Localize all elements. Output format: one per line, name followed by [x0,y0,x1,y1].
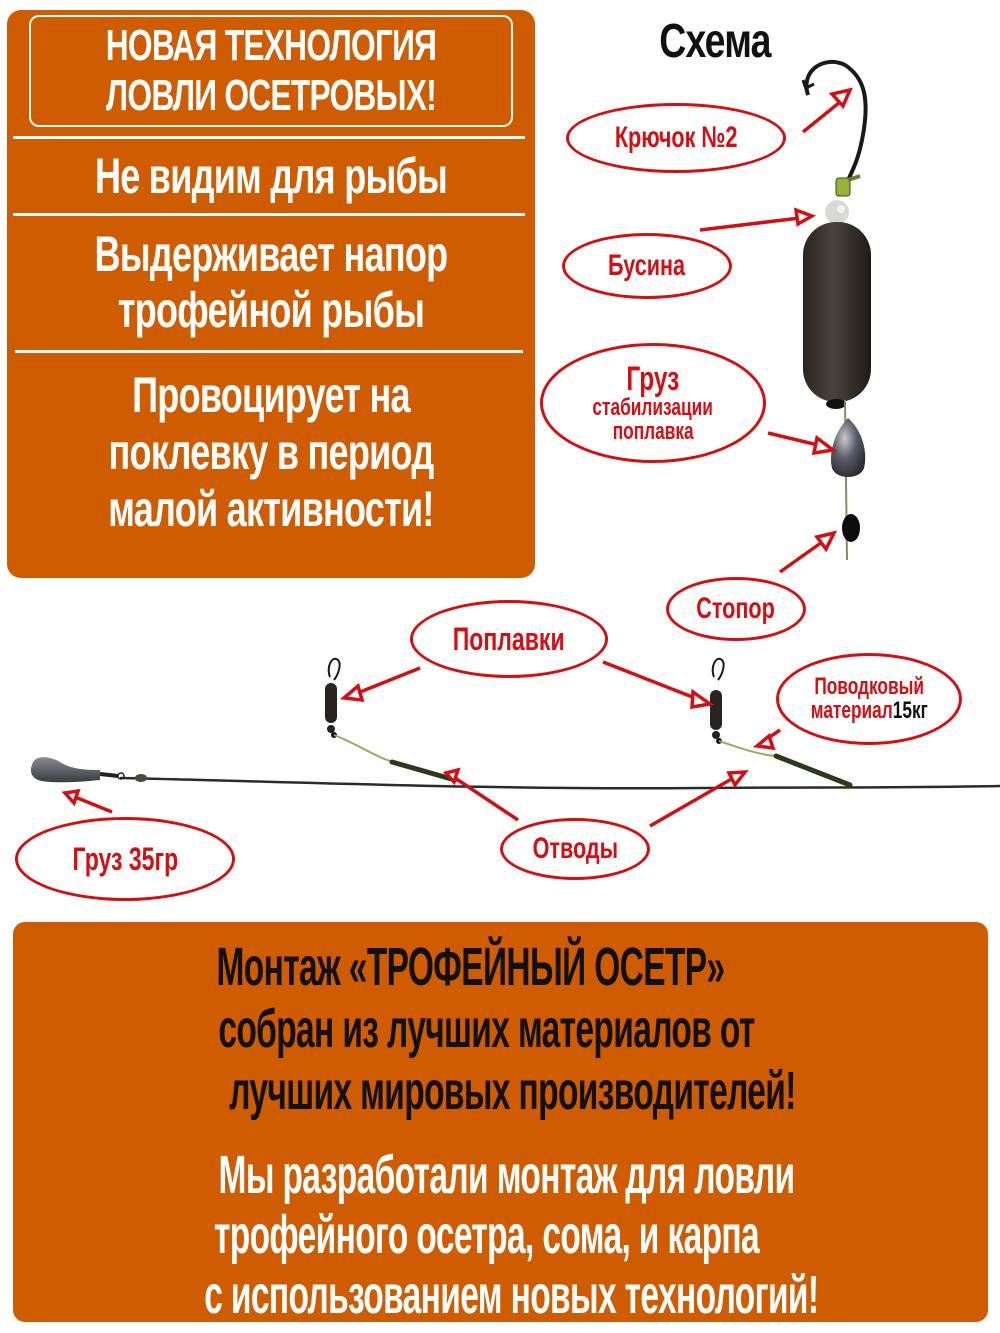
label-hook-text: Крючок №2 [614,121,738,154]
hook-icon [801,59,868,197]
label-leader-material: Поводковый материал15кг [776,653,962,745]
float-icon [803,222,871,402]
rig-diagram [30,59,1000,828]
stabilizer-weight-icon [830,418,866,477]
label-floats-text: Поплавки [453,620,565,657]
label-stabilizer-line-2: стабилизации [592,394,714,421]
bead-icon [825,200,849,224]
feature-provokes-line-1: Провоцирует на [132,367,410,423]
label-stabilizer-line-3: поплавка [612,418,694,445]
banner-light-line-2: трофейного осетра, сома, и карпа [213,1205,760,1265]
headline-line-2: ЛОВЛИ ОСЕТРОВЫХ! [105,71,437,120]
divider [13,213,525,216]
divider [15,350,523,353]
feature-strength-line-2: трофейной рыбы [117,282,425,338]
label-bead-text: Бусина [608,249,686,282]
label-leader-line-1: Поводковый [814,673,924,700]
label-leader-strength: 15кг [892,697,928,724]
feature-provokes-line-3: малой активности! [108,481,434,537]
headline-line-1: НОВАЯ ТЕХНОЛОГИЯ [105,21,437,70]
sinker-icon [30,757,101,783]
feature-strength-line-1: Выдерживает напор [94,226,449,282]
label-stopper-text: Стопор [696,592,776,625]
stopper-icon [842,514,860,542]
schema-title: Схема [659,15,771,68]
label-leader-line-2: материал [810,697,893,724]
bottom-banner: Монтаж «ТРОФЕЙНЫЙ ОСЕТР» собран из лучши… [13,922,988,1325]
banner-dark-line-2: собран из лучших материалов от [218,999,755,1059]
label-branches-text: Отводы [532,832,618,865]
small-float-left-icon [325,657,458,783]
banner-dark-line-1: Монтаж «ТРОФЕЙНЫЙ ОСЕТР» [216,937,726,997]
feature-invisible: Не видим для рыбы [94,148,448,204]
label-sinker-text: Груз 35гр [72,840,178,877]
label-sinker: Груз 35гр [15,817,235,901]
banner-light-line-3: с использованием новых технологий! [204,1265,819,1325]
features-panel: НОВАЯ ТЕХНОЛОГИЯ ЛОВЛИ ОСЕТРОВЫХ! Не вид… [7,10,535,578]
label-bead: Бусина [562,233,732,299]
label-stopper: Стопор [666,577,806,641]
label-stabilizer-weight: Груз стабилизации поплавка [540,343,766,463]
label-floats: Поплавки [410,600,608,678]
label-stabilizer-line-1: Груз [626,360,680,398]
banner-light-line-1: Мы разработали монтаж для ловли [218,1145,796,1205]
banner-dark-line-3: лучших мировых производителей! [229,1061,796,1121]
label-branches: Отводы [500,818,650,880]
feature-provokes-line-2: поклевку в период [108,424,435,480]
small-float-right-icon [710,657,853,788]
headline-box: НОВАЯ ТЕХНОЛОГИЯ ЛОВЛИ ОСЕТРОВЫХ! [29,15,513,127]
divider [13,136,525,139]
label-hook: Крючок №2 [566,103,786,173]
